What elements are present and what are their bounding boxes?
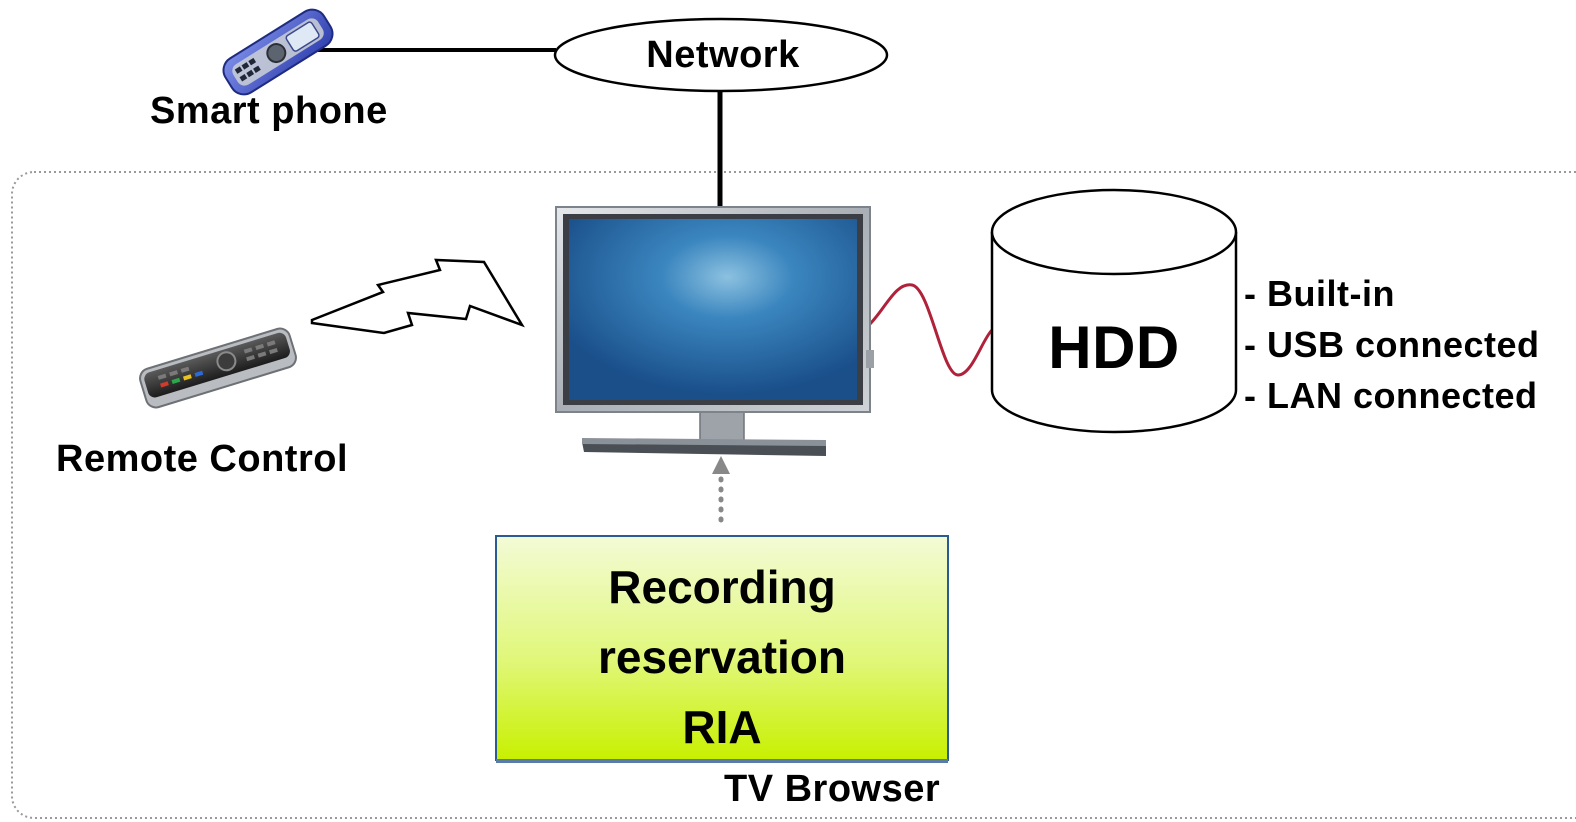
wireless-signal-icon [310, 258, 525, 335]
hdd-type-item: - Built-in [1244, 273, 1395, 314]
remote-control-icon [139, 327, 297, 409]
smartphone-icon [222, 8, 334, 96]
hdd-type-item: - USB connected [1244, 324, 1540, 365]
smartphone-label: Smart phone [150, 90, 388, 132]
ria-box [495, 535, 949, 761]
hdd-type-item: - LAN connected [1244, 375, 1538, 416]
remote-control-label: Remote Control [56, 438, 348, 480]
hdd-icon [990, 188, 1238, 434]
hdd-cable [866, 283, 994, 377]
tv-browser-label: TV Browser [724, 768, 941, 810]
hdd-label: HDD [1048, 314, 1180, 381]
ria-label-line: RIA [682, 701, 762, 753]
ria-label-line: Recording [608, 561, 836, 613]
arrow-head [712, 456, 730, 474]
hdd-types-list: - Built-in - USB connected - LAN connect… [1244, 268, 1540, 421]
ria-label: Recording reservation RIA [496, 552, 948, 762]
network-label: Network [646, 34, 800, 76]
ria-label-line: reservation [597, 631, 846, 683]
tv-icon [555, 206, 874, 456]
